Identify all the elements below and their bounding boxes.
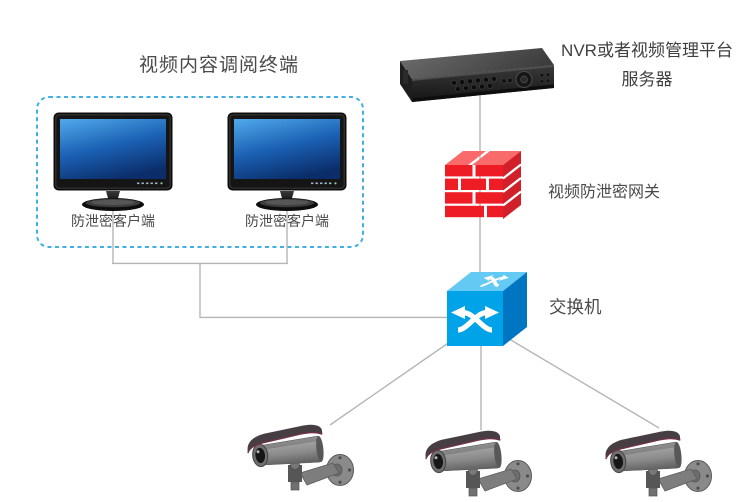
- nvr-label: NVR或者视频管理平台服务器: [561, 41, 733, 89]
- monitor-icon: [227, 112, 347, 212]
- terminal-group-boundary: [36, 96, 364, 248]
- connector-switch-camera1: [329, 329, 468, 426]
- firewall-icon: [445, 151, 522, 219]
- nvr-icon: [400, 48, 554, 102]
- switch-icon: [447, 272, 527, 346]
- monitor-icon: [53, 112, 173, 212]
- client-label: 防泄密客户端: [245, 213, 329, 229]
- switch-label: 交换机: [549, 297, 602, 317]
- connector-switch-camera3: [493, 329, 660, 429]
- camera-icon: [424, 424, 536, 502]
- gateway-label: 视频防泄密网关: [548, 184, 661, 201]
- camera-icon: [604, 424, 716, 502]
- client-label: 防泄密客户端: [71, 213, 155, 229]
- terminal-group-title: 视频内容调阅终端: [138, 55, 299, 76]
- camera-icon: [246, 418, 358, 496]
